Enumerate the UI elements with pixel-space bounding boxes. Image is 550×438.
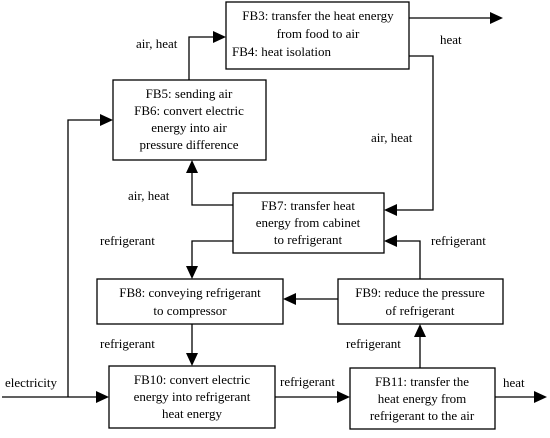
- block-fb3-fb4: FB3: transfer the heat energy from food …: [225, 1, 410, 70]
- arrowhead-fb8-top-in: [186, 266, 198, 279]
- flow-fb3-to-fb7: [396, 55, 434, 211]
- flow-electricity-to-fb5: [67, 119, 101, 397]
- fb9-line-2: of refrigerant: [386, 303, 455, 318]
- fb4-line: FB4: heat isolation: [232, 44, 331, 59]
- block-fb11: FB11: transfer the heat energy from refr…: [349, 367, 496, 430]
- fb7-line-2: energy from cabinet: [256, 215, 361, 230]
- label-air-heat-3: air, heat: [128, 188, 170, 203]
- fb6-line-1: FB6: convert electric: [134, 103, 244, 118]
- label-refrigerant-5: refrigerant: [280, 374, 335, 389]
- arrowhead-fb8-right-in: [283, 293, 296, 305]
- label-air-heat-2: air, heat: [371, 130, 413, 145]
- arrowhead-fb5-bottom-in: [186, 160, 198, 173]
- fb11-line-1: FB11: transfer the: [375, 374, 469, 389]
- flow-fb5-to-fb3: [188, 36, 214, 80]
- fb3-line-1: FB3: transfer the heat energy: [242, 8, 394, 23]
- fb7-line-1: FB7: transfer heat: [261, 198, 355, 213]
- block-fb10: FB10: convert electric energy into refri…: [108, 365, 276, 429]
- block-fb5-fb6: FB5: sending air FB6: convert electric e…: [112, 79, 267, 161]
- fb5-line: FB5: sending air: [146, 86, 233, 101]
- fb10-line-2: energy into refrigerant: [134, 389, 251, 404]
- arrowhead-fb3-heat-out: [490, 12, 503, 24]
- label-air-heat-1: air, heat: [136, 36, 178, 51]
- fb11-line-2: heat energy from: [378, 391, 467, 406]
- block-fb9: FB9: reduce the pressure of refrigerant: [337, 278, 504, 325]
- label-electricity: electricity: [5, 375, 57, 390]
- fb6-line-3: pressure difference: [139, 137, 238, 152]
- label-heat-2: heat: [503, 375, 525, 390]
- flow-fb9-to-fb7: [396, 240, 421, 279]
- label-refrigerant-2: refrigerant: [431, 233, 486, 248]
- label-refrigerant-4: refrigerant: [346, 336, 401, 351]
- label-refrigerant-1: refrigerant: [100, 233, 155, 248]
- flow-fb7-to-fb5: [191, 172, 233, 206]
- arrowhead-fb7-right-in-2: [384, 235, 397, 247]
- arrowhead-fb10-left-in: [96, 391, 109, 403]
- fb10-line-1: FB10: convert electric: [134, 372, 250, 387]
- fb3-line-2: from food to air: [277, 26, 360, 41]
- arrowhead-fb10-top-in: [186, 353, 198, 366]
- arrowhead-fb9-bottom-in: [414, 324, 426, 337]
- arrowhead-fb3-in: [213, 31, 226, 43]
- fb11-line-3: refrigerant to the air: [370, 408, 475, 423]
- fb9-line-1: FB9: reduce the pressure: [355, 285, 485, 300]
- label-heat-1: heat: [440, 32, 462, 47]
- fb8-line-1: FB8: conveying refrigerant: [119, 285, 261, 300]
- arrowhead-fb11-heat-out: [534, 391, 547, 403]
- fb6-line-2: energy into air: [151, 120, 227, 135]
- arrowhead-fb5-left-in: [100, 114, 113, 126]
- fb7-line-3: to refrigerant: [274, 232, 343, 247]
- block-fb8: FB8: conveying refrigerant to compressor: [96, 278, 284, 325]
- flow-fb7-to-fb8: [191, 240, 233, 267]
- fb10-line-3: heat energy: [162, 406, 223, 421]
- label-refrigerant-3: refrigerant: [100, 336, 155, 351]
- block-fb7: FB7: transfer heat energy from cabinet t…: [232, 192, 385, 254]
- arrowhead-fb11-left-in: [337, 391, 350, 403]
- fb8-line-2: to compressor: [153, 303, 227, 318]
- arrowhead-fb7-right-in: [384, 204, 397, 216]
